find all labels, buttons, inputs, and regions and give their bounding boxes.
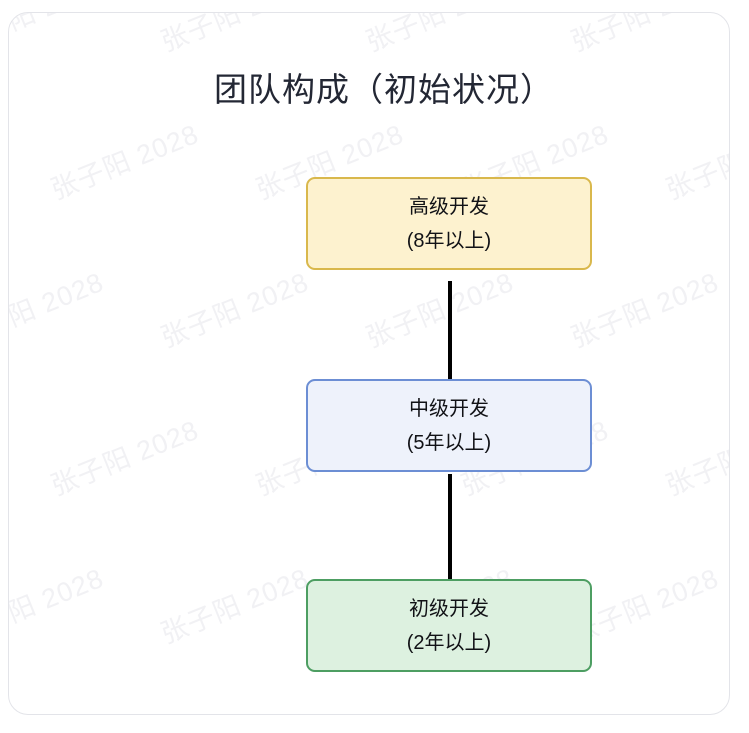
flow-node-junior-sublabel: (2年以上): [406, 631, 492, 654]
flowchart: 高级开发 (8年以上) 中级开发 (5年以上) 初级开发 (2年以上): [9, 13, 729, 714]
flow-node-mid-developer[interactable]: 中级开发 (5年以上): [306, 379, 592, 472]
flow-node-senior-sublabel: (8年以上): [406, 229, 492, 252]
flow-node-junior-label: 初级开发: [409, 597, 489, 620]
flow-node-mid-label: 中级开发: [409, 397, 489, 420]
flow-node-mid-sublabel: (5年以上): [406, 431, 492, 454]
flow-node-senior-developer[interactable]: 高级开发 (8年以上): [306, 177, 592, 270]
flow-node-junior-developer[interactable]: 初级开发 (2年以上): [306, 579, 592, 672]
flow-connector-mid-junior: [448, 474, 452, 579]
flow-node-senior-label: 高级开发: [409, 195, 489, 218]
flow-connector-senior-mid: [448, 281, 452, 379]
page-title: 团队构成（初始状况）: [214, 71, 554, 108]
